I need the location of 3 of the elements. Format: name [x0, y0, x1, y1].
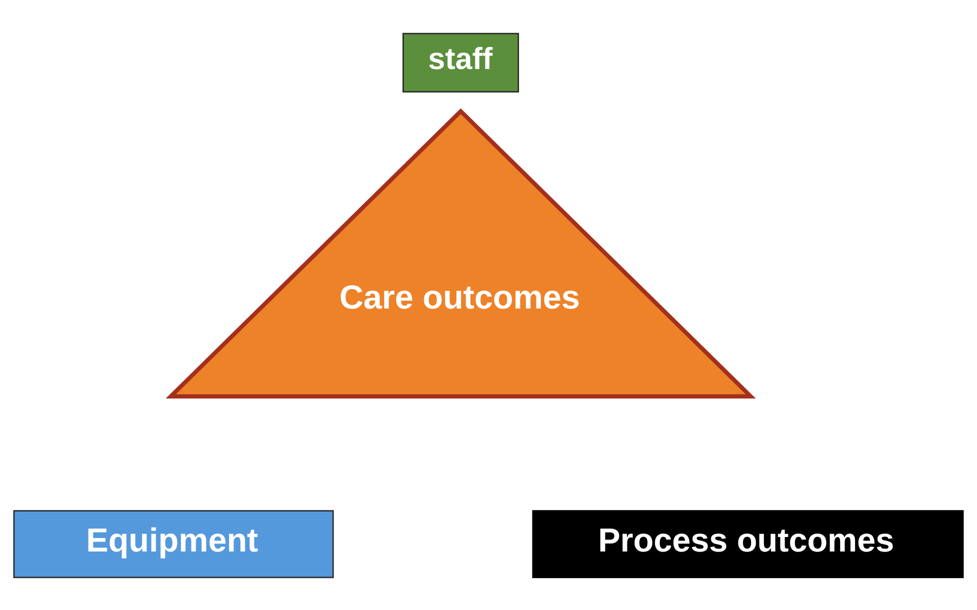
node-box: Equipment: [13, 510, 334, 578]
node-box: Process outcomes: [532, 510, 964, 578]
node-box: staff: [402, 32, 520, 92]
